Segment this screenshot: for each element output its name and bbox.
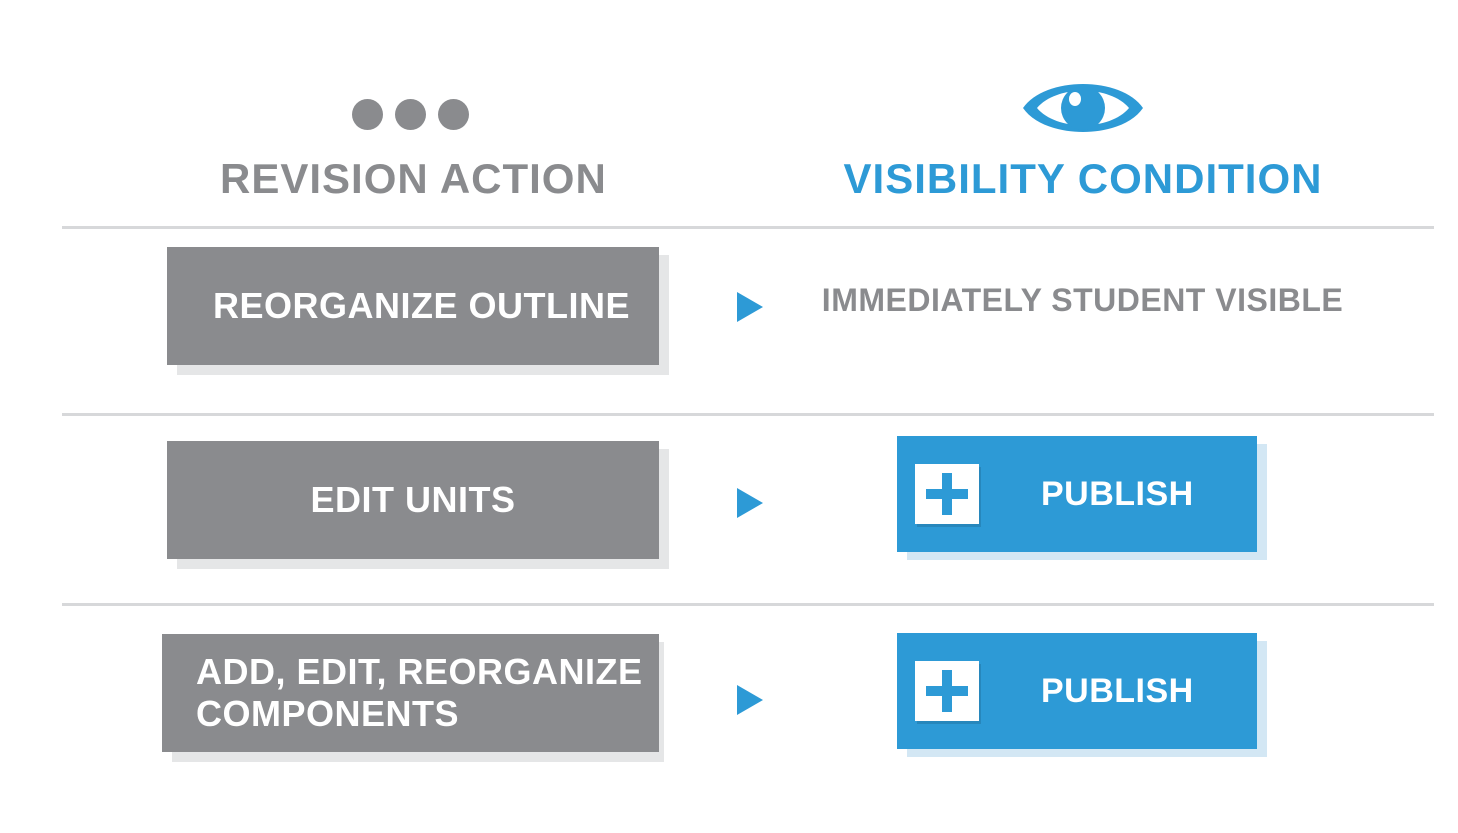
action-box: EDIT UNITS xyxy=(167,441,659,559)
action-reorganize-outline: REORGANIZE OUTLINE xyxy=(167,247,669,375)
action-label-line-1: ADD, EDIT, REORGANIZE xyxy=(196,651,643,692)
dot-3 xyxy=(438,99,469,130)
publish-button-wrap: PUBLISH xyxy=(897,633,1267,757)
action-box: REORGANIZE OUTLINE xyxy=(167,247,659,365)
arrow-right-icon xyxy=(737,685,763,715)
revision-action-title: REVISION ACTION xyxy=(220,155,607,202)
divider-top xyxy=(62,226,1434,229)
visibility-condition-title: VISIBILITY CONDITION xyxy=(843,155,1323,202)
publish-button[interactable]: PUBLISH xyxy=(897,436,1257,552)
action-label: REORGANIZE OUTLINE xyxy=(213,285,631,326)
arrow-right-icon xyxy=(737,292,763,322)
eye-icon xyxy=(1020,70,1146,146)
action-edit-units: EDIT UNITS xyxy=(167,441,669,569)
publish-label: PUBLISH xyxy=(1041,474,1194,513)
condition-text: IMMEDIATELY STUDENT VISIBLE xyxy=(821,282,1344,318)
action-box: ADD, EDIT, REORGANIZE COMPONENTS xyxy=(162,634,659,752)
plus-icon xyxy=(915,464,979,524)
plus-icon xyxy=(915,661,979,721)
publish-button-wrap: PUBLISH xyxy=(897,436,1267,560)
action-label-line-2: COMPONENTS xyxy=(196,693,460,734)
action-label: EDIT UNITS xyxy=(310,479,516,520)
arrow-right-icon xyxy=(737,488,763,518)
dot-2 xyxy=(395,99,426,130)
action-add-edit-reorganize-components: ADD, EDIT, REORGANIZE COMPONENTS xyxy=(162,634,664,762)
dot-1 xyxy=(352,99,383,130)
divider-bottom xyxy=(62,603,1434,606)
divider-middle xyxy=(62,413,1434,416)
publish-button[interactable]: PUBLISH xyxy=(897,633,1257,749)
ellipsis-dots-icon xyxy=(352,99,472,131)
publish-label: PUBLISH xyxy=(1041,671,1194,710)
